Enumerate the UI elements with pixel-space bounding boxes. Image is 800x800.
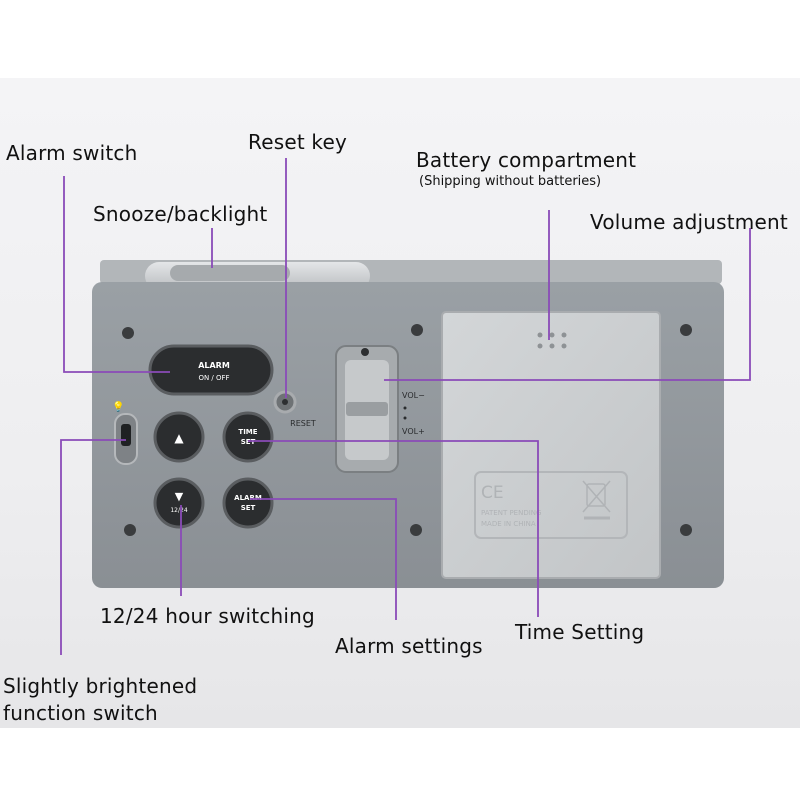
leader-alarm-switch bbox=[63, 176, 170, 373]
battery-cover[interactable] bbox=[441, 311, 661, 579]
label-time-setting: Time Setting bbox=[515, 620, 645, 644]
up-arrow-icon: ▲ bbox=[174, 431, 184, 445]
alarm-on-off-button[interactable] bbox=[148, 344, 274, 396]
battery-cover-dots bbox=[537, 332, 567, 349]
screw bbox=[122, 327, 134, 339]
bulb-icon: 💡 bbox=[112, 400, 124, 413]
vol-minus-label: VOL− bbox=[402, 391, 425, 400]
leader-brightened bbox=[60, 439, 126, 655]
screw bbox=[680, 324, 692, 336]
screw bbox=[124, 524, 136, 536]
leader-alarm-settings bbox=[250, 498, 397, 620]
patent-text: PATENT PENDING bbox=[481, 509, 541, 517]
volume-slider-knob[interactable] bbox=[346, 402, 388, 416]
label-brightened-line2: function switch bbox=[3, 701, 158, 725]
alarm-set-button[interactable] bbox=[222, 477, 274, 529]
ce-mark: CE bbox=[481, 483, 504, 503]
alarm-button-label-2: ON / OFF bbox=[198, 374, 229, 382]
up-button[interactable] bbox=[153, 411, 205, 463]
made-in-text: MADE IN CHINA bbox=[481, 520, 536, 528]
label-battery-note: (Shipping without batteries) bbox=[419, 174, 602, 189]
time-set-label: TIME bbox=[238, 428, 257, 436]
label-brightened-line1: Slightly brightened bbox=[3, 674, 198, 698]
down-button[interactable] bbox=[153, 477, 205, 529]
reset-hole-inner bbox=[282, 399, 288, 405]
snooze-bar-inner bbox=[170, 265, 290, 281]
vol-dot bbox=[403, 416, 407, 420]
alarm-button-label: ALARM bbox=[198, 361, 230, 370]
screw bbox=[411, 324, 423, 336]
label-alarm-settings: Alarm settings bbox=[335, 634, 483, 658]
alarm-set-label: ALARM bbox=[234, 494, 262, 502]
weee-bin-icon bbox=[582, 480, 611, 520]
leader-time-setting bbox=[248, 440, 539, 617]
label-snooze-backlight: Snooze/backlight bbox=[93, 202, 268, 226]
screw bbox=[680, 524, 692, 536]
time-set-button[interactable] bbox=[222, 411, 274, 463]
leader-volume bbox=[384, 228, 751, 381]
down-arrow-icon: ▼ bbox=[175, 490, 184, 503]
label-reset-key: Reset key bbox=[248, 130, 348, 154]
hour-key-label: 12/24 bbox=[170, 507, 187, 514]
label-hour-switching: 12/24 hour switching bbox=[100, 604, 315, 628]
embossed-label-plate bbox=[474, 471, 628, 539]
time-set-label-2: SET bbox=[241, 438, 256, 446]
label-battery-compartment: Battery compartment bbox=[416, 148, 637, 172]
vol-plus-label: VOL+ bbox=[402, 427, 425, 436]
label-alarm-switch: Alarm switch bbox=[6, 141, 138, 165]
screw bbox=[410, 524, 422, 536]
label-volume-adjustment: Volume adjustment bbox=[590, 210, 788, 234]
vol-dot bbox=[403, 406, 407, 410]
volume-slider-pin bbox=[361, 348, 369, 356]
alarm-set-label-2: SET bbox=[241, 504, 256, 512]
reset-label: RESET bbox=[290, 419, 316, 428]
